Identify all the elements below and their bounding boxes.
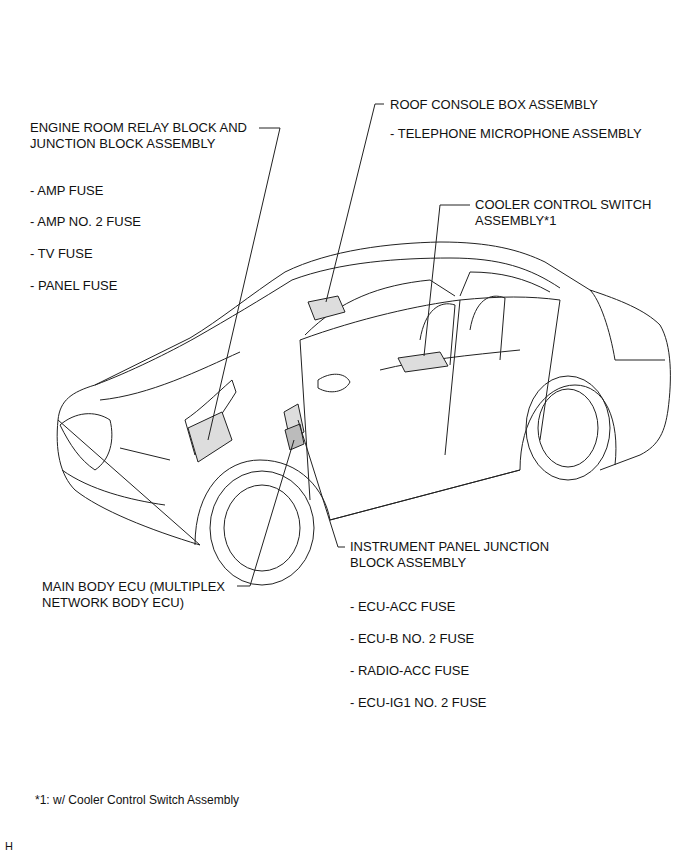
car-body bbox=[57, 242, 670, 545]
part-name: INSTRUMENT PANEL JUNCTION BLOCK ASSEMBLY bbox=[350, 539, 565, 571]
part-name: ENGINE ROOM RELAY BLOCK AND JUNCTION BLO… bbox=[30, 120, 262, 152]
relay-block bbox=[188, 412, 232, 462]
rear-wheel-arch bbox=[520, 385, 616, 470]
front-wheel bbox=[210, 471, 314, 585]
fuse-name: - AMP NO. 2 FUSE bbox=[30, 214, 250, 230]
fuse-name: - RADIO-ACC FUSE bbox=[350, 663, 570, 679]
trunk-line bbox=[590, 290, 665, 360]
part-name: COOLER CONTROL SWITCH ASSEMBLY*1 bbox=[475, 197, 680, 229]
rear-wheel bbox=[526, 376, 610, 480]
cooler-switch bbox=[398, 352, 448, 372]
leader-line bbox=[237, 440, 294, 586]
bumper bbox=[62, 448, 170, 505]
part-name: MAIN BODY ECU (MULTIPLEX NETWORK BODY EC… bbox=[42, 579, 238, 611]
leader-line bbox=[326, 104, 384, 302]
hood-line bbox=[95, 338, 240, 400]
part-name: - TELEPHONE MICROPHONE ASSEMBLY bbox=[390, 126, 680, 142]
rear-wheel-rim bbox=[538, 389, 598, 467]
fuse-name: - PANEL FUSE bbox=[30, 278, 250, 294]
body-ecu bbox=[285, 424, 304, 450]
front-wheel-rim bbox=[224, 485, 300, 571]
figure-code: H bbox=[5, 838, 35, 854]
fuse-name: - ECU-ACC FUSE bbox=[350, 599, 570, 615]
leader-line bbox=[298, 420, 345, 547]
mirror bbox=[318, 374, 350, 392]
fuse-name: - ECU-IG1 NO. 2 FUSE bbox=[350, 695, 570, 711]
fuse-name: - ECU-B NO. 2 FUSE bbox=[350, 631, 570, 647]
fuse-name: - TV FUSE bbox=[30, 246, 250, 262]
part-name: ROOF CONSOLE BOX ASSEMBLY bbox=[390, 97, 680, 113]
grille bbox=[60, 414, 112, 470]
footnote: *1: w/ Cooler Control Switch Assembly bbox=[35, 792, 435, 808]
fuse-name: - AMP FUSE bbox=[30, 183, 250, 199]
door-lines bbox=[300, 297, 560, 520]
leader-line bbox=[424, 205, 470, 356]
leader-line bbox=[208, 128, 280, 440]
